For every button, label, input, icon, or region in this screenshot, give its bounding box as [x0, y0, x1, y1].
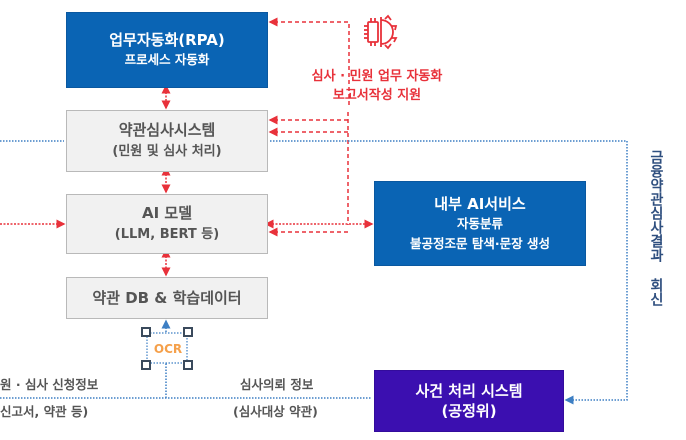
- request-info-line2: (심사대상 약관): [233, 404, 318, 419]
- ocr-label: OCR: [153, 342, 183, 356]
- review-system-subtitle: (민원 및 심사 처리): [112, 144, 222, 159]
- case-system-subtitle: (공정위): [441, 402, 497, 420]
- case-system-title: 사건 처리 시스템: [415, 382, 523, 400]
- request-info-line1: 심사의뢰 정보: [240, 377, 314, 392]
- ai-model-box: AI 모델 (LLM, BERT 등): [66, 194, 268, 254]
- rpa-subtitle: 프로세스 자동화: [124, 52, 210, 67]
- rpa-box: 업무자동화(RPA) 프로세스 자동화: [66, 12, 268, 88]
- review-system-box: 약관심사시스템 (민원 및 심사 처리): [66, 110, 268, 172]
- left-info-line1: 원 · 심사 신청정보: [0, 377, 99, 392]
- internal-ai-title: 내부 AI서비스: [434, 194, 526, 213]
- ai-model-subtitle: (LLM, BERT 등): [114, 227, 220, 242]
- ocr-corner-bl: [141, 360, 151, 370]
- ocr-corner-br: [183, 360, 193, 370]
- internal-ai-line2: 자동분류: [456, 215, 503, 231]
- automation-support-label: 심사 · 민원 업무 자동화 보고서작성 지원: [292, 67, 462, 105]
- review-system-title: 약관심사시스템: [118, 121, 216, 139]
- case-system-box: 사건 처리 시스템 (공정위): [374, 370, 564, 432]
- ocr-frame: [146, 332, 188, 364]
- chip-gear-icon: [364, 14, 398, 50]
- automation-support-line2: 보고서작성 지원: [332, 88, 422, 103]
- ocr-corner-tl: [141, 327, 151, 337]
- automation-support-line1: 심사 · 민원 업무 자동화: [311, 69, 443, 84]
- review-to-return: [270, 140, 628, 405]
- internal-ai-box: 내부 AI서비스 자동분류 불공정조문 탐색·문장 생성: [374, 181, 586, 266]
- rpa-title: 업무자동화(RPA): [109, 31, 225, 49]
- result-return-label: 금융약관심사결과 회신: [648, 150, 664, 306]
- ocr-corner-tr: [183, 327, 193, 337]
- db-title: 약관 DB & 학습데이터: [92, 289, 242, 307]
- left-info-line2: 신고서, 약관 등): [0, 404, 89, 419]
- internal-ai-line3: 불공정조문 탐색·문장 생성: [410, 235, 550, 251]
- automation-to-rpa: [268, 17, 350, 105]
- ai-model-title: AI 모델: [141, 204, 192, 222]
- db-box: 약관 DB & 학습데이터: [66, 277, 268, 319]
